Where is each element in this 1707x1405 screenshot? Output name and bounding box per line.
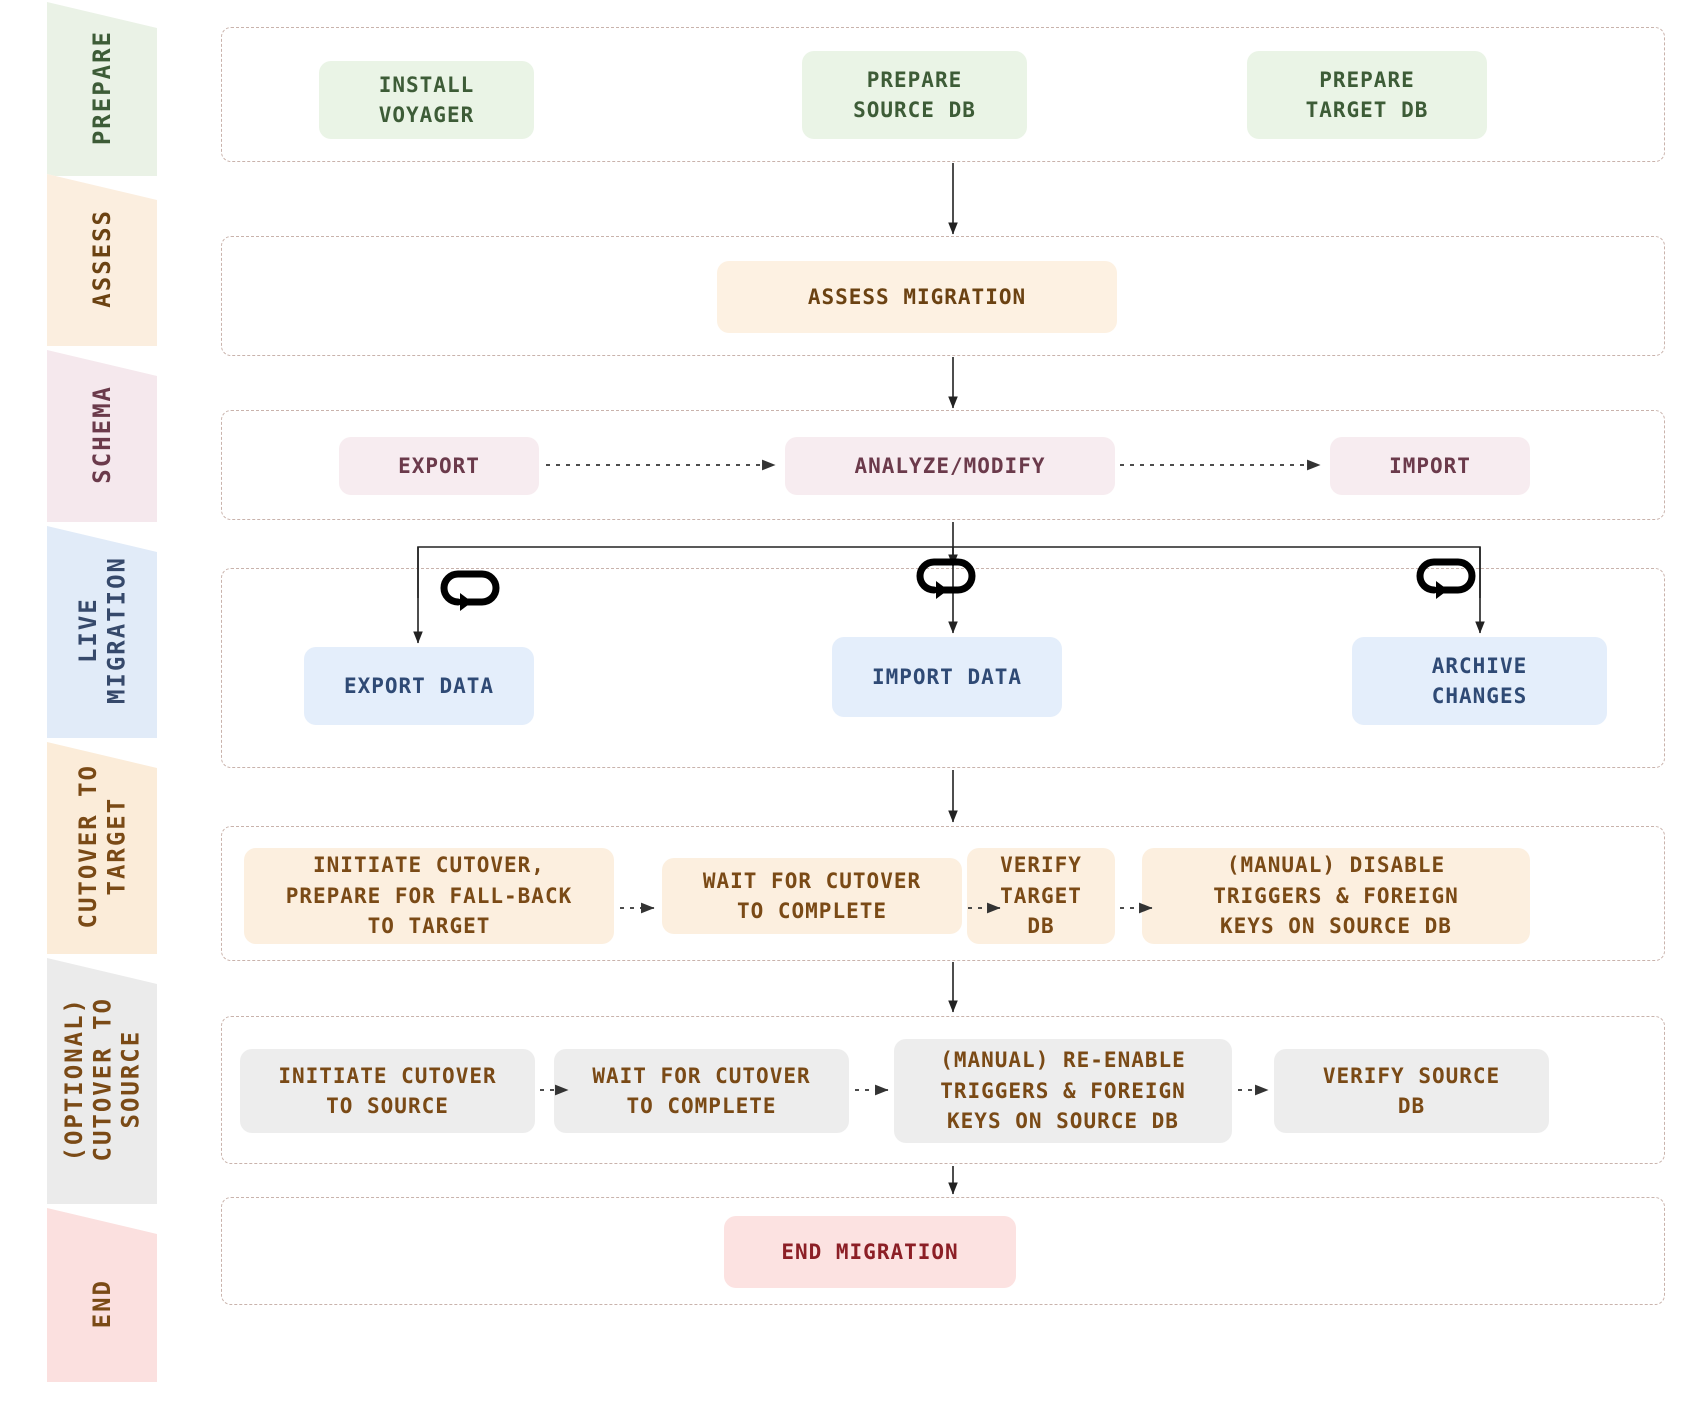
node-export-data[interactable]: EXPORT DATA: [304, 647, 534, 725]
node-label: VERIFY SOURCE DB: [1322, 1063, 1501, 1118]
node-wait-for-cutover-source[interactable]: WAIT FOR CUTOVER TO COMPLETE: [554, 1049, 849, 1133]
node-verify-source-db[interactable]: VERIFY SOURCE DB: [1274, 1049, 1549, 1133]
node-label: ANALYZE/MODIFY: [854, 453, 1046, 478]
node-label: (MANUAL) DISABLE TRIGGERS & FOREIGN KEYS…: [1213, 853, 1459, 939]
node-prepare-target-db[interactable]: PREPARE TARGET DB: [1247, 51, 1487, 139]
stage-sidebar: PREPARE ASSESS SCHEMA LIVE MIGRATION CUT…: [47, 0, 157, 1405]
node-label: WAIT FOR CUTOVER TO COMPLETE: [702, 868, 922, 923]
node-wait-for-cutover-target[interactable]: WAIT FOR CUTOVER TO COMPLETE: [662, 858, 962, 934]
sidebar-band-label-prepare: PREPARE: [87, 30, 116, 146]
node-initiate-cutover-source[interactable]: INITIATE CUTOVER TO SOURCE: [240, 1049, 535, 1133]
stage-prepare: INSTALL VOYAGER PREPARE SOURCE DB PREPAR…: [221, 27, 1665, 162]
node-verify-target-db[interactable]: VERIFY TARGET DB: [967, 848, 1115, 944]
node-label: PREPARE TARGET DB: [1305, 67, 1429, 122]
node-archive-changes[interactable]: ARCHIVE CHANGES: [1352, 637, 1607, 725]
node-import-data[interactable]: IMPORT DATA: [832, 637, 1062, 717]
node-label: IMPORT DATA: [871, 664, 1023, 689]
node-label: INITIATE CUTOVER, PREPARE FOR FALL-BACK …: [285, 853, 573, 939]
sidebar-band-live-migration: LIVE MIGRATION: [47, 526, 157, 738]
node-label: ARCHIVE CHANGES: [1431, 653, 1528, 708]
sidebar-band-label-end: END: [87, 1279, 116, 1329]
sidebar-band-cutover-target: CUTOVER TO TARGET: [47, 742, 157, 954]
node-reenable-triggers[interactable]: (MANUAL) RE-ENABLE TRIGGERS & FOREIGN KE…: [894, 1039, 1232, 1143]
node-label: VERIFY TARGET DB: [1000, 853, 1082, 939]
sidebar-band-cutover-source: (OPTIONAL) CUTOVER TO SOURCE: [47, 958, 157, 1204]
node-label: (MANUAL) RE-ENABLE TRIGGERS & FOREIGN KE…: [940, 1048, 1186, 1134]
node-assess-migration[interactable]: ASSESS MIGRATION: [717, 261, 1117, 333]
node-label: INITIATE CUTOVER TO SOURCE: [278, 1063, 497, 1118]
stage-live-migration: EXPORT DATA IMPORT DATA ARCHIVE CHANGES: [221, 568, 1665, 768]
stage-cutover-source: INITIATE CUTOVER TO SOURCE WAIT FOR CUTO…: [221, 1016, 1665, 1164]
node-schema-export[interactable]: EXPORT: [339, 437, 539, 495]
node-schema-import[interactable]: IMPORT: [1330, 437, 1530, 495]
node-initiate-cutover-target[interactable]: INITIATE CUTOVER, PREPARE FOR FALL-BACK …: [244, 848, 614, 944]
stage-assess: ASSESS MIGRATION: [221, 236, 1665, 356]
stage-cutover-target: INITIATE CUTOVER, PREPARE FOR FALL-BACK …: [221, 826, 1665, 961]
node-disable-triggers[interactable]: (MANUAL) DISABLE TRIGGERS & FOREIGN KEYS…: [1142, 848, 1530, 944]
node-label: EXPORT: [398, 453, 480, 478]
node-label: IMPORT: [1389, 453, 1471, 478]
node-label: INSTALL VOYAGER: [378, 72, 475, 127]
stage-end: END MIGRATION: [221, 1197, 1665, 1305]
sidebar-band-label-cutover-target: CUTOVER TO TARGET: [73, 763, 130, 929]
sidebar-band-end: END: [47, 1208, 157, 1382]
sidebar-band-label-schema: SCHEMA: [87, 384, 116, 484]
node-label: EXPORT DATA: [343, 673, 495, 698]
sidebar-band-label-cutover-source: (OPTIONAL) CUTOVER TO SOURCE: [59, 996, 145, 1162]
node-label: END MIGRATION: [781, 1239, 959, 1264]
sidebar-band-assess: ASSESS: [47, 174, 157, 346]
node-label: WAIT FOR CUTOVER TO COMPLETE: [592, 1063, 811, 1118]
stage-columns: INSTALL VOYAGER PREPARE SOURCE DB PREPAR…: [221, 0, 1665, 1405]
sidebar-band-label-assess: ASSESS: [87, 208, 116, 308]
node-end-migration[interactable]: END MIGRATION: [724, 1216, 1016, 1288]
node-label: ASSESS MIGRATION: [807, 284, 1027, 309]
node-prepare-source-db[interactable]: PREPARE SOURCE DB: [802, 51, 1027, 139]
sidebar-band-label-live-migration: LIVE MIGRATION: [73, 555, 130, 705]
sidebar-band-prepare: PREPARE: [47, 2, 157, 176]
sidebar-band-schema: SCHEMA: [47, 350, 157, 522]
node-label: PREPARE SOURCE DB: [853, 67, 976, 122]
stage-schema: EXPORT ANALYZE/MODIFY IMPORT: [221, 410, 1665, 520]
node-schema-analyze-modify[interactable]: ANALYZE/MODIFY: [785, 437, 1115, 495]
node-install-voyager[interactable]: INSTALL VOYAGER: [319, 61, 534, 139]
